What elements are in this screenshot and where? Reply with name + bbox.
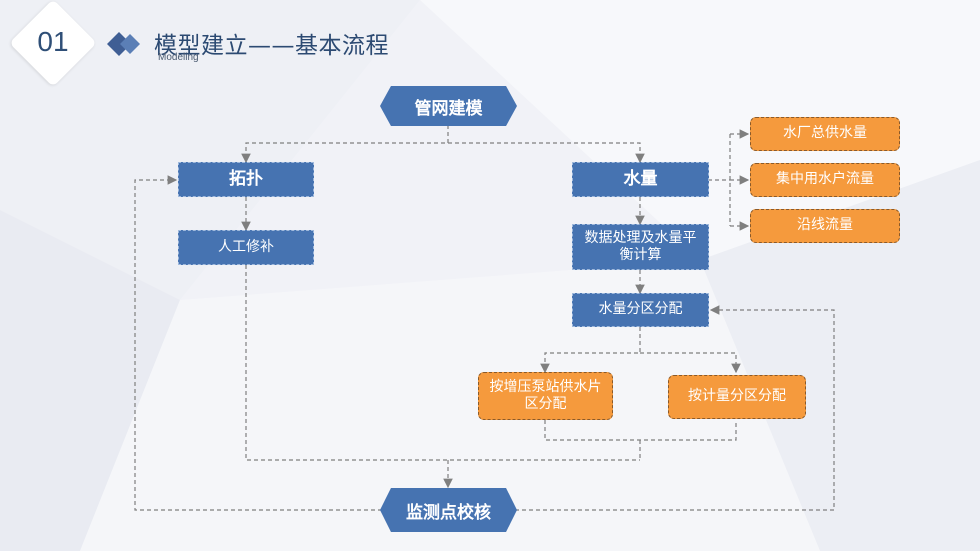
manual-fix-node: 人工修补: [178, 230, 314, 265]
section-number: 01: [37, 26, 69, 57]
pump-station-allocation-node: 按增压泵站供水片区分配: [478, 372, 613, 420]
meter-zone-allocation-node: 按计量分区分配: [668, 375, 806, 419]
along-line-flow-node: 沿线流量: [750, 209, 900, 243]
water-volume-node: 水量: [572, 162, 709, 197]
zone-allocation-node: 水量分区分配: [572, 293, 709, 327]
page-title: 模型建立——基本流程: [154, 33, 389, 59]
calibration-node: 监测点校核: [380, 488, 517, 532]
diamond-icon: [107, 32, 140, 56]
data-processing-node: 数据处理及水量平衡计算: [572, 224, 709, 270]
plant-supply-node: 水厂总供水量: [750, 117, 900, 151]
topology-node: 拓扑: [178, 162, 314, 197]
page-subtitle: Modeling: [158, 52, 199, 63]
pipe-network-node: 管网建模: [380, 86, 517, 126]
concentrated-flow-node: 集中用水户流量: [750, 163, 900, 197]
